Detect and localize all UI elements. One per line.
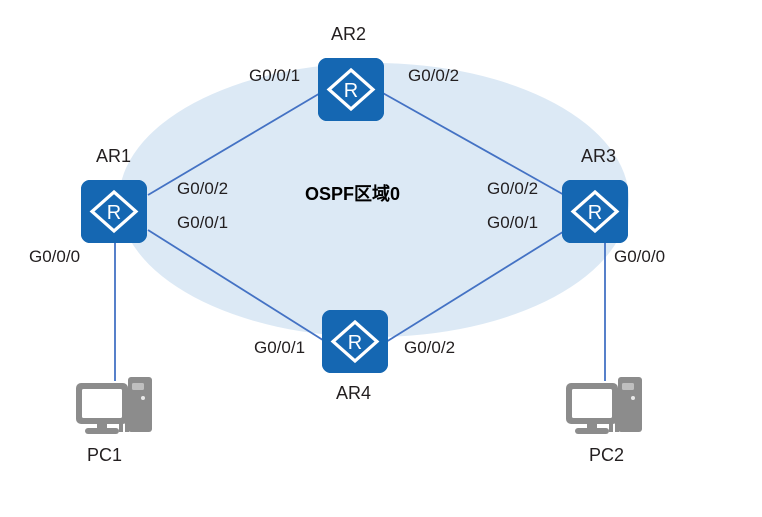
router-icon: [326, 67, 376, 112]
router-ar3[interactable]: R: [562, 180, 628, 243]
host-pc2[interactable]: [562, 372, 648, 444]
iface-label-ar1-g0-0-2: G0/0/2: [177, 179, 229, 198]
ospf-area-ellipse: [119, 63, 629, 337]
iface-label-ar1-g0-0-1: G0/0/1: [177, 213, 229, 232]
router-icon: [570, 189, 620, 234]
iface-label-ar2-g0-0-1: G0/0/1: [249, 66, 301, 85]
router-label-ar2: AR2: [331, 24, 367, 44]
router-label-ar3: AR3: [581, 146, 617, 166]
iface-label-ar3-g0-0-1: G0/0/1: [487, 213, 539, 232]
iface-label-ar3-g0-0-2: G0/0/2: [487, 179, 539, 198]
router-ar1[interactable]: R: [81, 180, 147, 243]
router-icon: [89, 189, 139, 234]
iface-label-ar2-g0-0-2: G0/0/2: [408, 66, 460, 85]
link-ar2-ar3: [380, 91, 567, 197]
link-ar1-ar2: [147, 91, 323, 196]
router-ar2[interactable]: R: [318, 58, 384, 121]
router-icon: [330, 319, 380, 364]
svg-text:R: R: [348, 332, 362, 354]
router-label-ar1: AR1: [96, 146, 132, 166]
host-pc1[interactable]: [72, 372, 158, 444]
svg-text:R: R: [588, 202, 602, 224]
iface-label-ar4-g0-0-1: G0/0/1: [254, 338, 306, 357]
computer-icon: [566, 377, 642, 434]
link-ar4-ar3: [385, 229, 567, 343]
iface-label-ar1-g0-0-0: G0/0/0: [29, 247, 81, 266]
router-ar4[interactable]: R: [322, 310, 388, 373]
host-label-pc2: PC2: [589, 445, 625, 465]
ospf-area-label: OSPF区域0: [305, 184, 401, 204]
svg-text:R: R: [107, 202, 121, 224]
svg-text:R: R: [344, 80, 358, 102]
router-label-ar4: AR4: [336, 383, 372, 403]
computer-icon: [76, 377, 152, 434]
iface-label-ar4-g0-0-2: G0/0/2: [404, 338, 456, 357]
link-ar1-ar4: [147, 229, 327, 343]
host-label-pc1: PC1: [87, 445, 123, 465]
iface-label-ar3-g0-0-0: G0/0/0: [614, 247, 666, 266]
